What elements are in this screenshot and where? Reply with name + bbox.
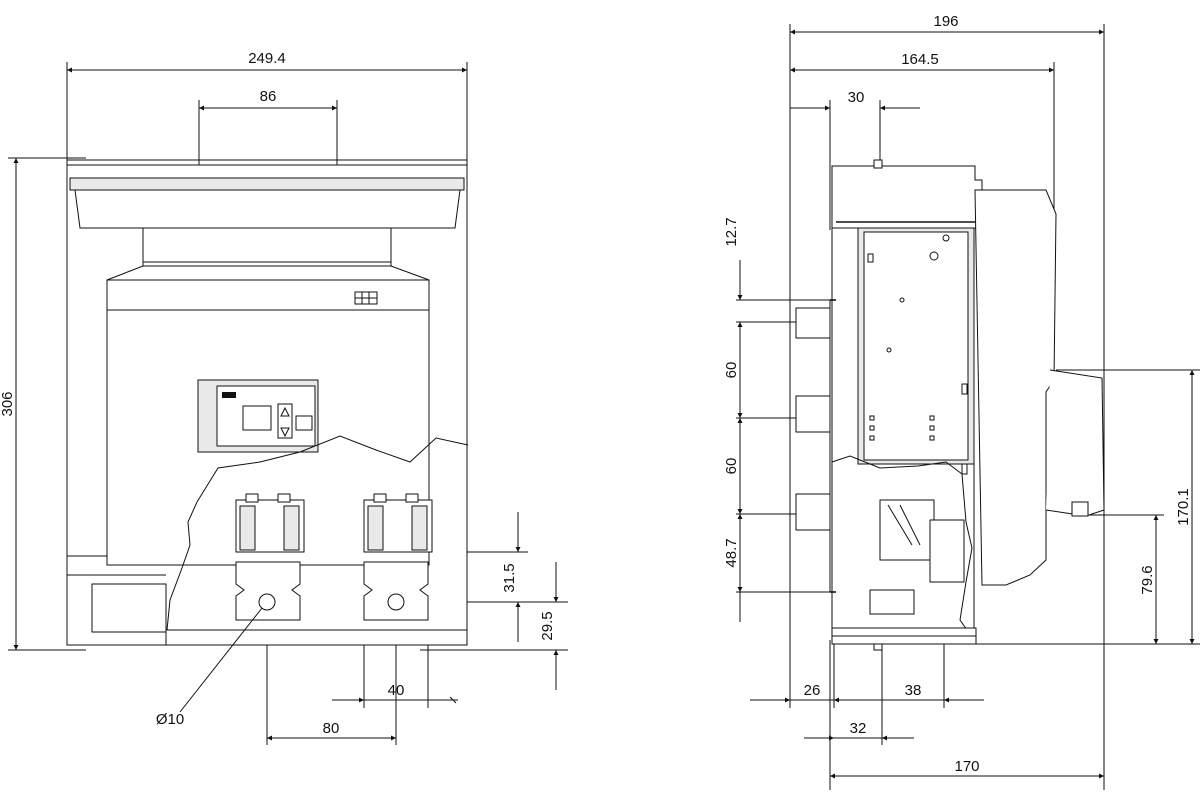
grille-icon: [354, 291, 378, 305]
side-dimensions: [737, 29, 1195, 779]
dim-height: 306: [0, 391, 16, 416]
dim-depth-b: 164.5: [901, 51, 939, 68]
dim-overall-width: 249.4: [248, 50, 286, 67]
dim-inner-width: 86: [260, 88, 277, 105]
side-view: 196 164.5 30 12.7 60 60 48.7 170.1 79.6 …: [723, 13, 1200, 790]
front-dimension-labels: 249.4 86 306 31.5 29.5 80 40 Ø10: [0, 50, 556, 737]
dim-right-height: 170.1: [1175, 488, 1192, 526]
dim-bottom-a: 26: [804, 682, 821, 699]
dim-terminal-height-b: 29.5: [539, 611, 556, 640]
dim-terminal-offset: 40: [388, 682, 405, 699]
dim-overall-depth: 196: [933, 13, 958, 30]
dim-bottom-c: 32: [850, 720, 867, 737]
side-dimension-labels: 196 164.5 30 12.7 60 60 48.7 170.1 79.6 …: [723, 13, 1192, 775]
dim-hole-diameter: Ø10: [156, 711, 184, 728]
dim-terminal-pitch: 80: [323, 720, 340, 737]
dim-upper-offset: 12.7: [723, 217, 740, 246]
dim-pitch-1: 60: [723, 362, 740, 379]
terminal-left: [235, 493, 305, 621]
dim-pitch-2: 60: [723, 458, 740, 475]
front-dimensions: [13, 67, 559, 741]
side-housing: [789, 159, 1105, 651]
dim-lower-offset: 48.7: [723, 538, 740, 567]
dim-right-offset: 79.6: [1139, 565, 1156, 594]
terminal-right: [363, 493, 433, 621]
dim-bottom-b: 38: [905, 682, 922, 699]
front-view: 249.4 86 306 31.5 29.5 80 40 Ø10: [0, 50, 568, 745]
dim-flange: 30: [848, 89, 865, 106]
dim-terminal-height-a: 31.5: [501, 563, 518, 592]
dim-bottom-depth: 170: [954, 758, 979, 775]
